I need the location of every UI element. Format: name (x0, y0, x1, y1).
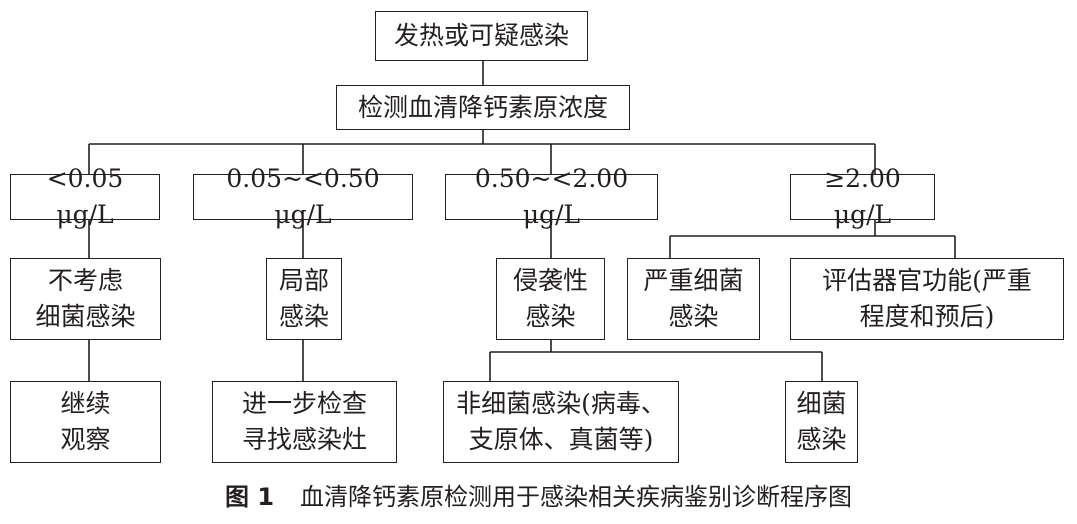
node-label: ≥2.00 μg/L (824, 164, 901, 229)
node-non-bacterial-infection: 非细菌感染(病毒、 支原体、真菌等) (443, 381, 679, 463)
node-range-gte-2-00: ≥2.00 μg/L (790, 164, 935, 229)
node-range-0-05-to-0-50: 0.05~<0.50 μg/L (193, 164, 413, 229)
node-label: 局部 感染 (278, 266, 329, 331)
figure-caption: 图 1 血清降钙素原检测用于感染相关疾病鉴别诊断程序图 (0, 480, 1077, 514)
node-label: 评估器官功能(严重 程度和预后) (822, 266, 1032, 331)
node-continue-observation: 继续 观察 (10, 381, 161, 463)
figure-caption-text: 血清降钙素原检测用于感染相关疾病鉴别诊断程序图 (300, 483, 853, 511)
node-label: 0.50~<2.00 μg/L (474, 164, 629, 229)
figure-label: 图 1 (224, 483, 275, 511)
node-further-examination: 进一步检查 寻找感染灶 (212, 381, 397, 463)
node-label: <0.05 μg/L (46, 164, 124, 229)
node-label: 细菌 感染 (796, 389, 847, 454)
node-label: 严重细菌 感染 (643, 266, 744, 331)
node-assess-organ-function: 评估器官功能(严重 程度和预后) (790, 258, 1064, 340)
node-local-infection: 局部 感染 (266, 258, 342, 340)
node-label: 发热或可疑感染 (393, 21, 569, 50)
node-label: 侵袭性 感染 (512, 266, 588, 331)
node-label: 非细菌感染(病毒、 支原体、真菌等) (456, 389, 666, 454)
node-fever-or-suspected-infection: 发热或可疑感染 (375, 11, 588, 61)
node-range-lt-0-05: <0.05 μg/L (10, 164, 160, 229)
node-range-0-50-to-2-00: 0.50~<2.00 μg/L (445, 164, 658, 229)
node-label: 不考虑 细菌感染 (35, 266, 136, 331)
node-label: 0.05~<0.50 μg/L (226, 164, 380, 229)
node-label: 继续 观察 (60, 389, 111, 454)
node-label: 进一步检查 寻找感染灶 (241, 389, 367, 454)
node-bacterial-infection: 细菌 感染 (785, 381, 858, 463)
node-pct-test: 检测血清降钙素原浓度 (336, 85, 630, 130)
node-no-bacterial-infection: 不考虑 细菌感染 (10, 258, 161, 340)
node-invasive-infection: 侵袭性 感染 (496, 258, 605, 340)
node-severe-bacterial-infection: 严重细菌 感染 (627, 258, 760, 340)
node-label: 检测血清降钙素原浓度 (357, 92, 608, 122)
